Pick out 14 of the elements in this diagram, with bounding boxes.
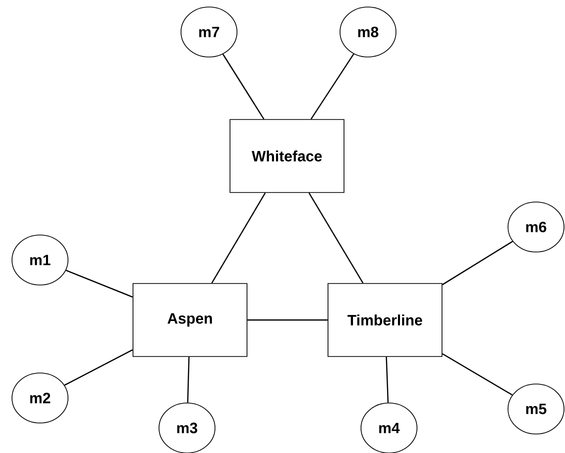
connector-line (308, 192, 364, 284)
connector-line (442, 353, 513, 396)
connector-line (211, 192, 266, 284)
connector-line (187, 356, 190, 403)
connector-line (247, 319, 328, 321)
connector-line (222, 54, 264, 120)
station-box: Whiteface (230, 119, 344, 193)
connector-line (64, 349, 133, 386)
connector-line (66, 270, 133, 298)
connector-line (310, 54, 354, 120)
connector-line (386, 356, 389, 403)
station-box: Aspen (132, 283, 248, 357)
connector-line (442, 240, 513, 286)
station-box: Timberline (328, 283, 442, 357)
